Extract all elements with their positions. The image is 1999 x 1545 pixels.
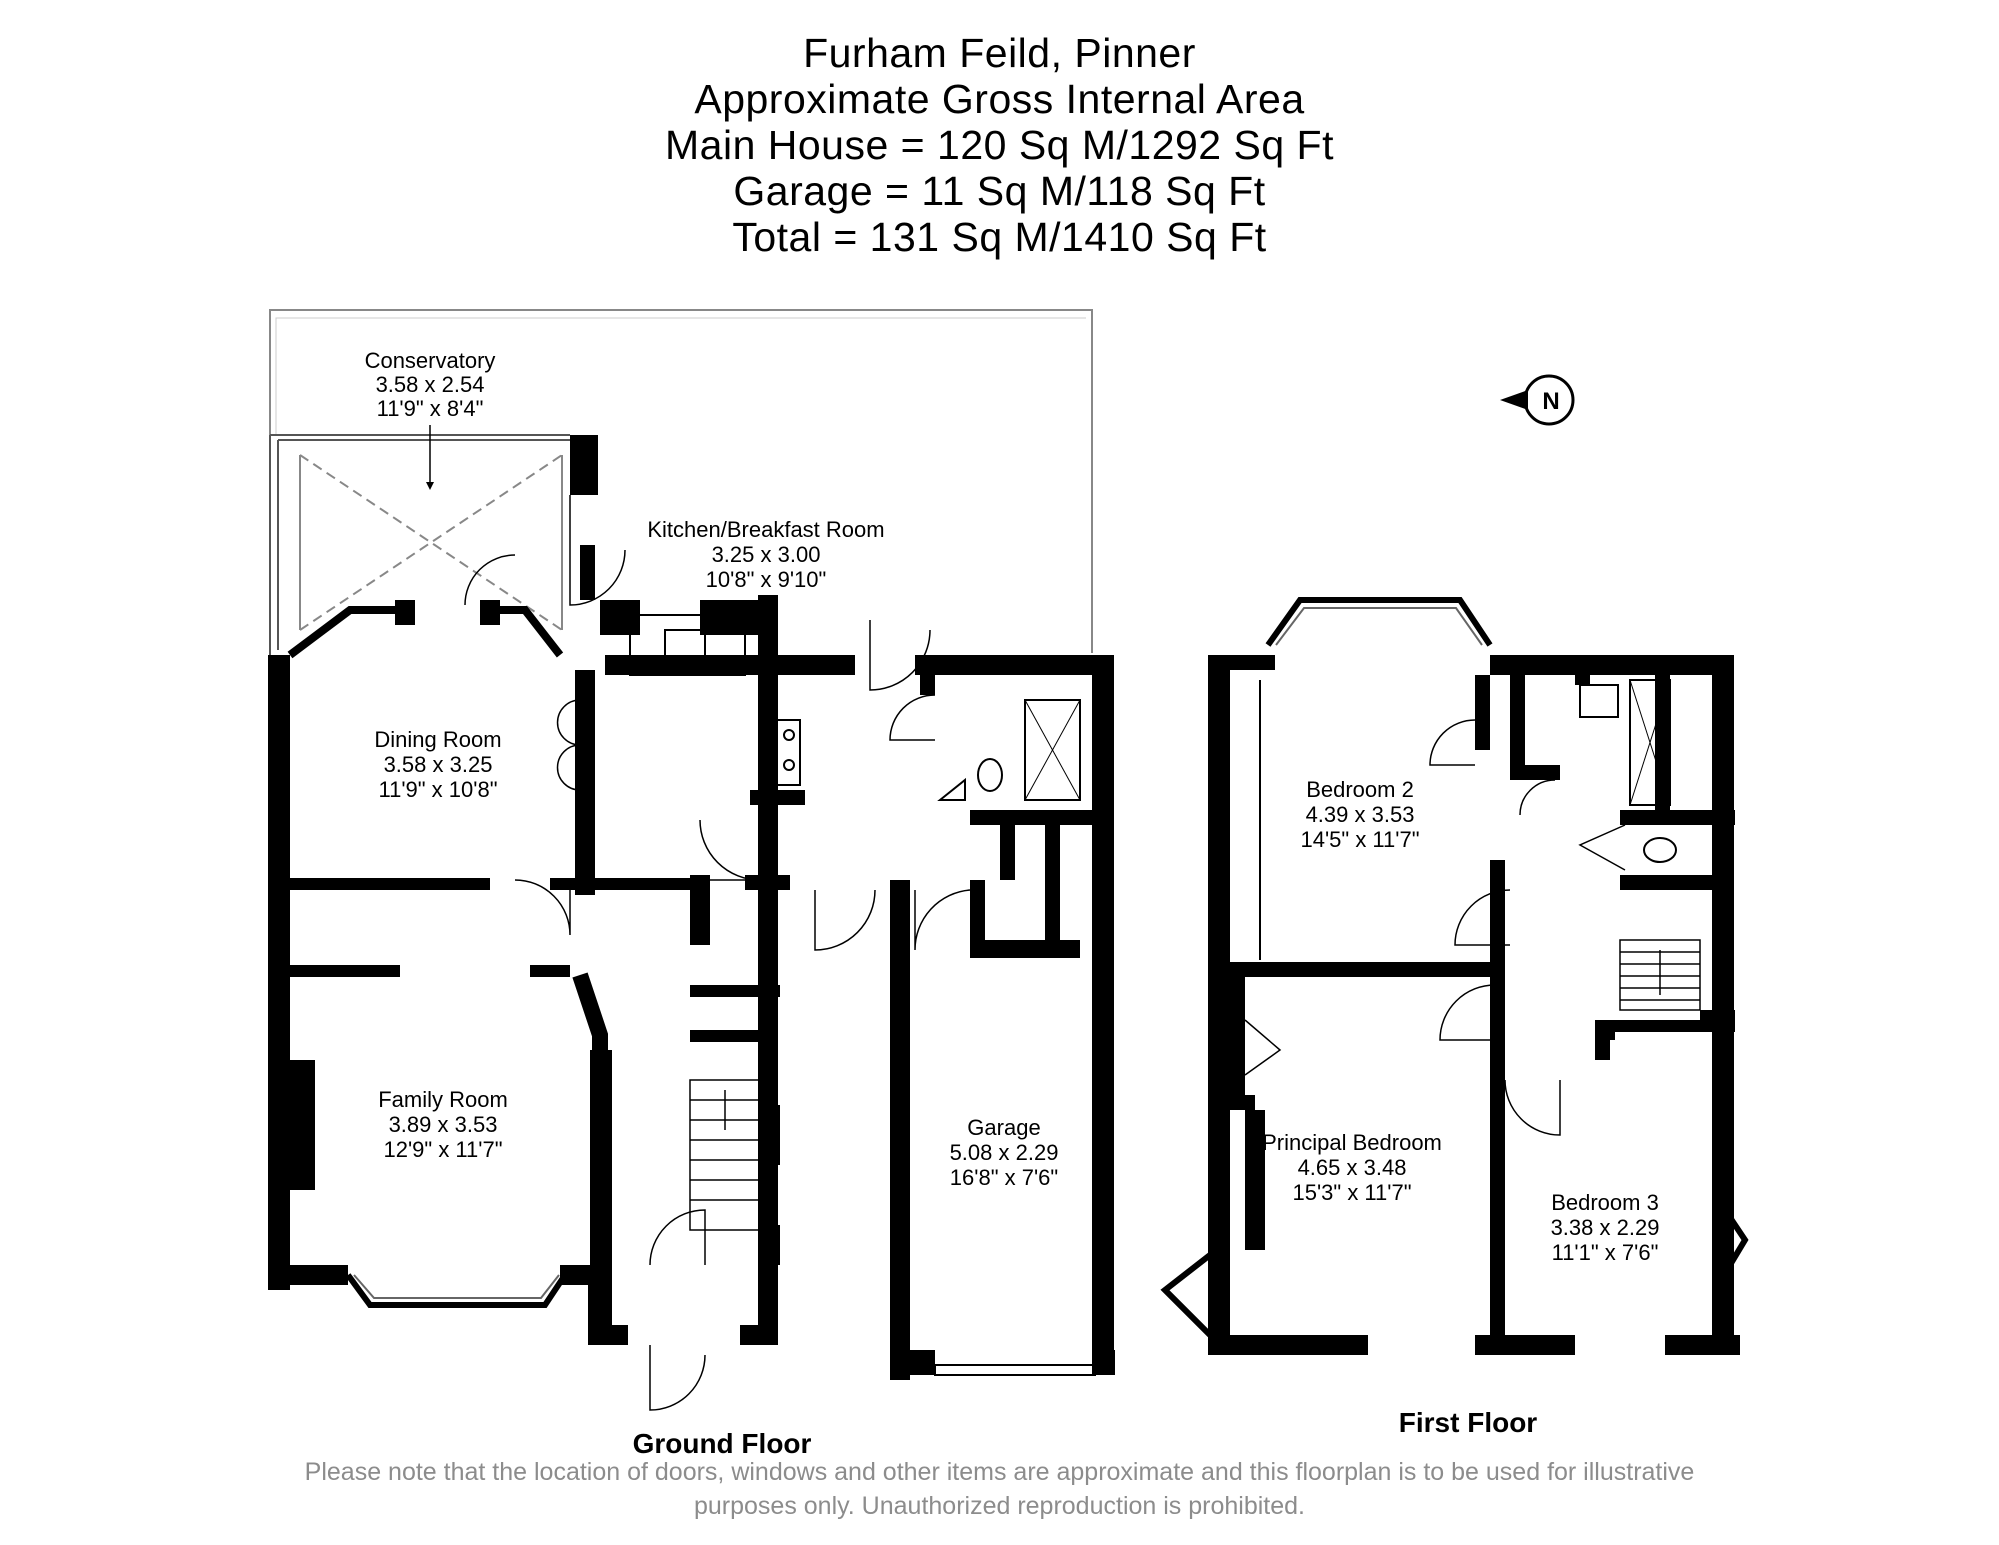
north-compass: N bbox=[1500, 374, 1575, 426]
disclaimer-line-2: purposes only. Unauthorized reproduction… bbox=[693, 1492, 1305, 1520]
toilet-icon bbox=[1643, 837, 1677, 863]
room-metric: 3.25 x 3.00 bbox=[712, 542, 821, 567]
basin-icon bbox=[1579, 684, 1619, 718]
wc-door bbox=[1578, 824, 1626, 871]
hob-burner-icon bbox=[783, 759, 795, 771]
main-house-area: Main House = 120 Sq M/1292 Sq Ft bbox=[665, 122, 1334, 168]
total-area: Total = 131 Sq M/1410 Sq Ft bbox=[732, 214, 1267, 260]
conservatory-glazing bbox=[269, 434, 570, 655]
family-angled-wall bbox=[572, 972, 608, 1260]
boundary-inner-line bbox=[275, 317, 1086, 435]
property-address: Furham Feild, Pinner bbox=[803, 30, 1196, 76]
room-imperial: 10'8" x 9'10" bbox=[706, 567, 827, 592]
room-imperial: 11'9" x 10'8" bbox=[378, 777, 497, 802]
hob-icon bbox=[759, 719, 801, 786]
family-bay-window bbox=[345, 1273, 568, 1308]
room-metric: 4.39 x 3.53 bbox=[1306, 802, 1415, 827]
room-imperial: 15'3" x 11'7" bbox=[1292, 1180, 1411, 1205]
room-imperial: 16'8" x 7'6" bbox=[950, 1165, 1058, 1190]
bedroom2-bay-window bbox=[1265, 597, 1493, 647]
garage-door bbox=[934, 1364, 1096, 1376]
boundary-line bbox=[269, 309, 1093, 653]
room-imperial: 11'1" x 7'6" bbox=[1552, 1240, 1659, 1265]
ground-floor-walls bbox=[268, 435, 1115, 1380]
basin-icon bbox=[937, 777, 966, 801]
room-metric: 3.38 x 2.29 bbox=[1551, 1215, 1660, 1240]
disclaimer: Please note that the location of doors, … bbox=[200, 1455, 1799, 1523]
room-name: Bedroom 2 bbox=[1306, 777, 1414, 802]
room-label-principal: Principal Bedroom 4.65 x 3.48 15'3" x 11… bbox=[1262, 1130, 1442, 1205]
room-label-bedroom2: Bedroom 2 4.39 x 3.53 14'5" x 11'7" bbox=[1300, 777, 1419, 852]
room-label-kitchen: Kitchen/Breakfast Room 3.25 x 3.00 10'8"… bbox=[647, 517, 884, 592]
ground-stairs bbox=[689, 1079, 766, 1231]
bath-shower-icon bbox=[1629, 679, 1671, 806]
ground-doors bbox=[464, 495, 971, 1411]
first-stairs bbox=[1619, 939, 1701, 1011]
room-imperial: 14'5" x 11'7" bbox=[1300, 827, 1419, 852]
conservatory-pointer-arrow bbox=[426, 482, 434, 490]
dining-bay-window-2 bbox=[500, 606, 564, 658]
room-name: Garage bbox=[967, 1115, 1040, 1140]
room-metric: 3.58 x 2.54 bbox=[376, 372, 485, 397]
hob-burner-icon bbox=[783, 729, 795, 741]
room-label-dining: Dining Room 3.58 x 3.25 11'9" x 10'8" bbox=[374, 727, 501, 802]
area-heading: Approximate Gross Internal Area bbox=[694, 76, 1305, 122]
room-imperial: 12'9" x 11'7" bbox=[383, 1137, 502, 1162]
plan-header: Furham Feild, Pinner Approximate Gross I… bbox=[0, 30, 1999, 260]
ground-floor-plan bbox=[268, 309, 1115, 1411]
ground-floor-label: Ground Floor bbox=[633, 1428, 812, 1459]
room-name: Kitchen/Breakfast Room bbox=[647, 517, 884, 542]
room-name: Dining Room bbox=[374, 727, 501, 752]
dining-bay-window bbox=[287, 606, 395, 659]
family-bay-window-inner bbox=[353, 1274, 560, 1299]
first-floor-label: First Floor bbox=[1399, 1407, 1538, 1438]
room-metric: 3.58 x 3.25 bbox=[384, 752, 493, 777]
kitchen-worktop bbox=[629, 614, 746, 676]
room-name: Principal Bedroom bbox=[1262, 1130, 1442, 1155]
room-metric: 3.89 x 3.53 bbox=[389, 1112, 498, 1137]
room-label-bedroom3: Bedroom 3 3.38 x 2.29 11'1" x 7'6" bbox=[1551, 1190, 1660, 1265]
sink-icon bbox=[664, 629, 706, 669]
room-imperial: 11'9" x 8'4" bbox=[377, 396, 484, 421]
bedroom3-bay-window bbox=[1712, 1193, 1749, 1292]
room-metric: 5.08 x 2.29 bbox=[950, 1140, 1059, 1165]
first-floor-walls bbox=[1208, 655, 1740, 1355]
room-label-conservatory: Conservatory 3.58 x 2.54 11'9" x 8'4" bbox=[365, 348, 496, 421]
room-metric: 4.65 x 3.48 bbox=[1298, 1155, 1407, 1180]
first-floor-doors bbox=[1244, 719, 1561, 1136]
hob-burner-icon bbox=[766, 729, 778, 741]
compass-arrow-icon bbox=[1500, 390, 1528, 410]
first-floor-plan bbox=[1160, 597, 1749, 1355]
room-name: Bedroom 3 bbox=[1551, 1190, 1659, 1215]
principal-bay-window bbox=[1160, 1252, 1213, 1338]
room-name: Family Room bbox=[378, 1087, 508, 1112]
room-label-garage: Garage 5.08 x 2.29 16'8" x 7'6" bbox=[950, 1115, 1059, 1190]
compass-label: N bbox=[1542, 388, 1559, 415]
hob-burner-icon bbox=[766, 759, 778, 771]
toilet-icon bbox=[977, 758, 1003, 792]
room-label-family: Family Room 3.89 x 3.53 12'9" x 11'7" bbox=[378, 1087, 508, 1162]
bedroom2-bay-window-inner bbox=[1275, 607, 1483, 646]
garage-area: Garage = 11 Sq M/118 Sq Ft bbox=[733, 168, 1266, 214]
shower-tray-icon bbox=[1024, 699, 1081, 801]
disclaimer-line-1: Please note that the location of doors, … bbox=[304, 1458, 1695, 1486]
room-name: Conservatory bbox=[365, 348, 496, 373]
